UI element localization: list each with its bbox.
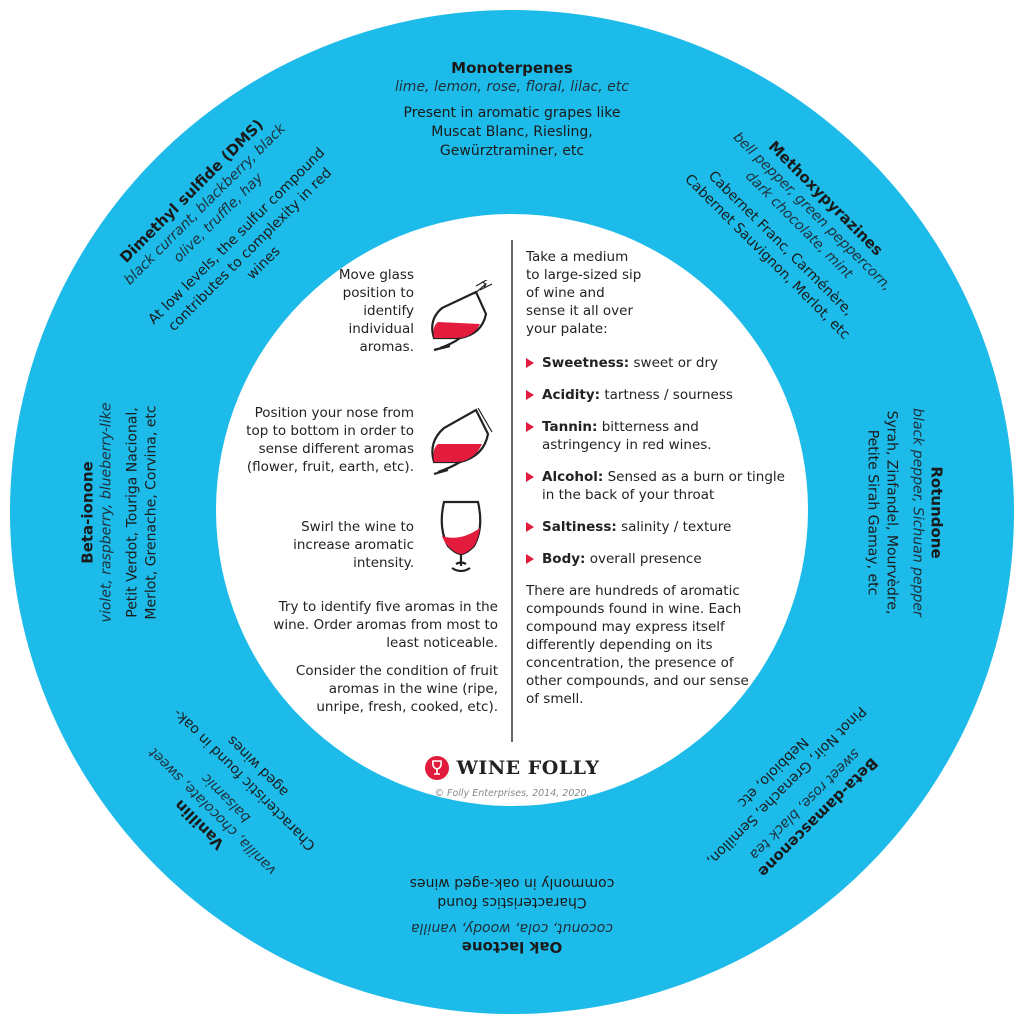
palate-desc: tartness / sourness — [604, 387, 733, 403]
step-nose-position-text: Position your nose from top to bottom in… — [246, 405, 414, 475]
segment-title: Monoterpenes — [451, 59, 573, 77]
palate-term: Acidity: — [542, 387, 601, 403]
copyright: © Folly Enterprises, 2014, 2020. — [434, 788, 590, 799]
palate-note: There are hundreds of aromatic compounds… — [526, 583, 749, 707]
red-triangle-icon — [526, 422, 534, 432]
palate-desc: salinity / texture — [621, 519, 732, 535]
palate-intro: Take a medium to large-sized sip of wine… — [526, 249, 642, 337]
palate-item-tannin: Tannin: bitterness and astringency in re… — [526, 418, 742, 454]
palate-item-acidity: Acidity: tartness / sourness — [526, 386, 786, 404]
palate-term: Saltiness: — [542, 519, 617, 535]
palate-column: Take a medium to large-sized sip of wine… — [526, 248, 786, 708]
segment-note: Syrah, Zinfandel, Mourvèdre, Petite Sira… — [864, 410, 900, 614]
segment-title: Rotundone — [927, 465, 946, 559]
tilted-glass-nose-icon — [431, 407, 493, 476]
palate-term: Alcohol: — [542, 469, 604, 485]
segment-descriptors: lime, lemon, rose, floral, lilac, etc — [395, 79, 629, 95]
palate-term: Sweetness: — [542, 355, 630, 371]
brand-name: WINE FOLLY — [456, 757, 600, 779]
swirl-glass-icon — [440, 500, 482, 573]
step-swirl-text: Swirl the wine to increase aromatic inte… — [293, 519, 414, 571]
segment-title: Oak lactone — [461, 937, 563, 956]
red-triangle-icon — [526, 390, 534, 400]
palate-desc: overall presence — [589, 551, 702, 567]
segment-descriptors: violet, raspberry, blueberry-like — [98, 402, 115, 622]
wine-folly-logo-icon — [424, 756, 449, 780]
palate-item-sweetness: Sweetness: sweet or dry — [526, 354, 786, 372]
segment-descriptors: coconut, cola, woody, vanilla — [411, 919, 613, 936]
segment-descriptors: black pepper, Sichuan pepper — [909, 407, 926, 617]
palate-item-saltiness: Saltiness: salinity / texture — [526, 518, 786, 536]
segment-beta-ionone: Beta-ionone violet, raspberry, blueberry… — [79, 397, 162, 627]
segment-monoterpenes: Monoterpenes lime, lemon, rose, floral, … — [392, 59, 632, 161]
palate-desc: Sensed as a burn or tingle in the back o… — [542, 469, 785, 503]
red-triangle-icon — [526, 358, 534, 368]
palate-term: Tannin: — [542, 419, 598, 435]
palate-desc: sweet or dry — [633, 355, 718, 371]
palate-item-body: Body: overall presence — [526, 550, 786, 568]
red-triangle-icon — [526, 472, 534, 482]
segment-note: Characteristics found commonly in oak-ag… — [409, 874, 615, 910]
tilted-glass-icon — [431, 280, 493, 352]
brand-block: WINE FOLLY © Folly Enterprises, 2014, 20… — [0, 756, 1024, 799]
segment-oak-lactone: Oak lactone coconut, cola, woody, vanill… — [402, 873, 622, 956]
logo-row: WINE FOLLY — [424, 756, 600, 780]
segment-title: Beta-ionone — [78, 460, 97, 564]
left-note-five-aromas: Try to identify five aromas in the wine.… — [273, 599, 498, 651]
palate-term: Body: — [542, 551, 586, 567]
palate-item-alcohol: Alcohol: Sensed as a burn or tingle in t… — [526, 468, 800, 504]
red-triangle-icon — [526, 554, 534, 564]
left-note-fruit-condition: Consider the condition of fruit aromas i… — [295, 663, 498, 715]
segment-note: Present in aromatic grapes like Muscat B… — [403, 105, 621, 159]
segment-note: Petit Verdot, Touriga Nacional, Merlot, … — [124, 404, 160, 620]
red-triangle-icon — [526, 522, 534, 532]
step-move-glass-text: Move glass position to identify individu… — [338, 267, 414, 355]
segment-rotundone: Rotundone black pepper, Sichuan pepper S… — [863, 397, 946, 627]
palate-desc: bitterness and astringency in red wines. — [542, 419, 712, 453]
